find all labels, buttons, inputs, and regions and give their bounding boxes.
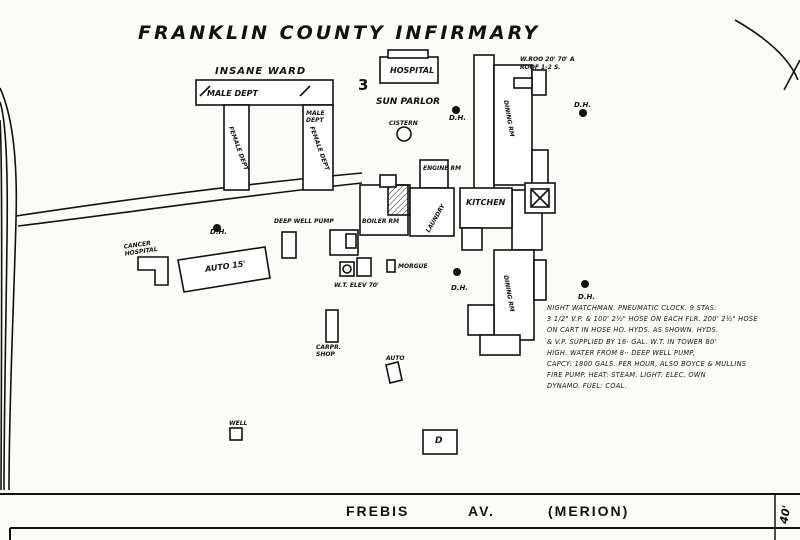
dh-label-2: D.H. [574,101,591,109]
street-suffix: AV. [468,503,496,519]
insane-ward-label: INSANE WARD [215,66,307,77]
boundary-curve [734,19,799,81]
dh-label-3: D.H. [210,228,227,236]
water-tower [339,261,355,277]
map-number: 3 [358,76,369,94]
kitchen-building [459,187,513,229]
sun-parlor-label: SUN PARLOR [376,97,441,107]
d-building-label: D [435,436,443,446]
dh-label-5: D.H. [578,293,595,301]
small-auto-label: AUTO [386,355,405,362]
note-line: NIGHT WATCHMAN. PNEUMATIC CLOCK. 9 STAS. [547,304,717,312]
street-name: FREBIS [346,503,410,519]
central-building-group [329,159,455,256]
well-label: WELL [229,420,248,427]
deep-well-pump-label: DEEP WELL PUMP [274,218,334,225]
note-line: CAPCY: 1800 GALS. PER HOUR, ALSO BOYCE &… [547,360,747,369]
dh-label-4: D.H. [451,284,468,292]
fire-protection-notes: NIGHT WATCHMAN. PNEUMATIC CLOCK. 9 STAS.… [547,303,797,393]
auto-garage-building [177,246,271,293]
engine-rm-label: ENGINE RM [423,165,462,172]
boundary-right [783,59,800,91]
deep-well-pump-building [281,231,297,259]
insane-ward-building [195,79,334,191]
carpr-shop-label: CARPR. SHOP [316,344,342,358]
water-tower-label: W.T. ELEV 70' [334,282,379,289]
roof-note-2: ROOF 1-2 S. [520,64,561,71]
note-line: ON CART IN HOSE HO. HYDS. AS SHOWN. HYDS… [547,326,719,335]
main-building-wing [467,54,556,356]
morgue-label: MORGUE [398,263,428,270]
small-auto-building [385,361,403,384]
kitchen-label: KITCHEN [466,198,506,207]
note-line: 3 1/2" V.P. & 100' 2½" HOSE ON EACH FLR.… [547,315,758,324]
hospital-building [379,56,439,84]
street-alt-name: (MERION) [548,503,630,519]
boiler-label: BOILER RM [362,218,400,225]
carpr-shop-building [325,309,339,343]
note-line: HIGH. WATER FROM 8·· DEEP WELL PUMP, [547,348,696,357]
hospital-label: HOSPITAL [390,66,435,75]
well-box [229,427,243,441]
cistern-label: CISTERN [389,120,418,127]
railroad-tracks [0,87,18,491]
d-building [422,429,458,455]
male-dept-label: MALE DEPT [207,89,258,98]
note-line: DYNAMO. FUEL: COAL. [547,382,627,391]
cistern-circle [396,126,412,142]
roof-note-1: W.ROO 20' 70' A [520,56,575,63]
note-line: FIRE PUMP. HEAT: STEAM. LIGHT: ELEC. OWN [547,371,706,380]
note-line: & V.P. SUPPLIED BY 16· GAL. W.T. IN TOWE… [547,337,717,346]
dh-label-1: D.H. [449,114,466,122]
male-dept-side-label: MALE DEPT [306,110,325,124]
morgue-building [386,259,396,273]
map-title: FRANKLIN COUNTY INFIRMARY [138,22,541,44]
cancer-hospital-building [137,256,169,286]
hydrant-dots [213,106,589,288]
